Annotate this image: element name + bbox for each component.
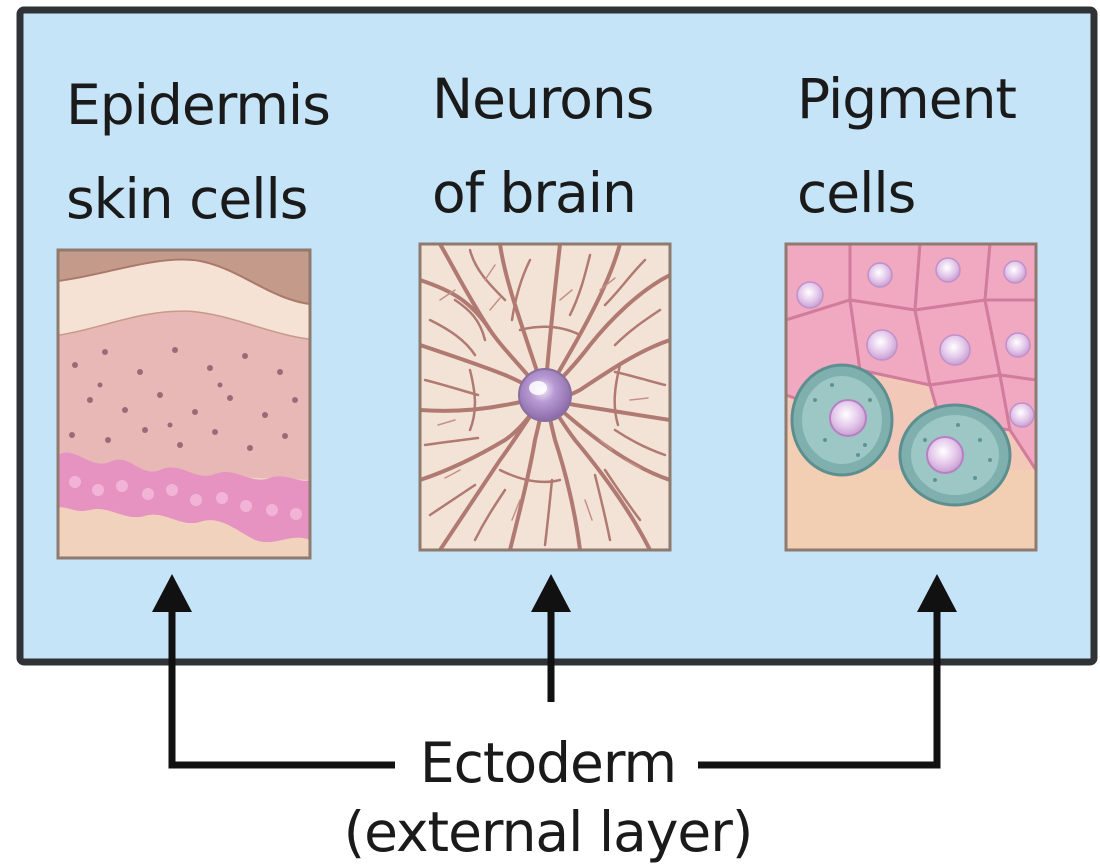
neurons-label-line1: Neurons (432, 67, 653, 131)
neuron-tissue-image (420, 244, 670, 550)
pigment-label-line2: cells (797, 161, 915, 225)
skin-tissue-image (58, 250, 310, 558)
ectoderm-caption-line1: Ectoderm (420, 731, 676, 795)
neuron-soma (519, 369, 571, 421)
pigment-label-line1: Pigment (797, 67, 1016, 131)
pigment-tissue-image (786, 244, 1036, 550)
ectoderm-caption-line2: (external layer) (344, 800, 753, 864)
neurons-label-line2: of brain (432, 161, 636, 225)
epidermis-label-line2: skin cells (66, 167, 307, 231)
epidermis-label-line1: Epidermis (66, 73, 330, 137)
